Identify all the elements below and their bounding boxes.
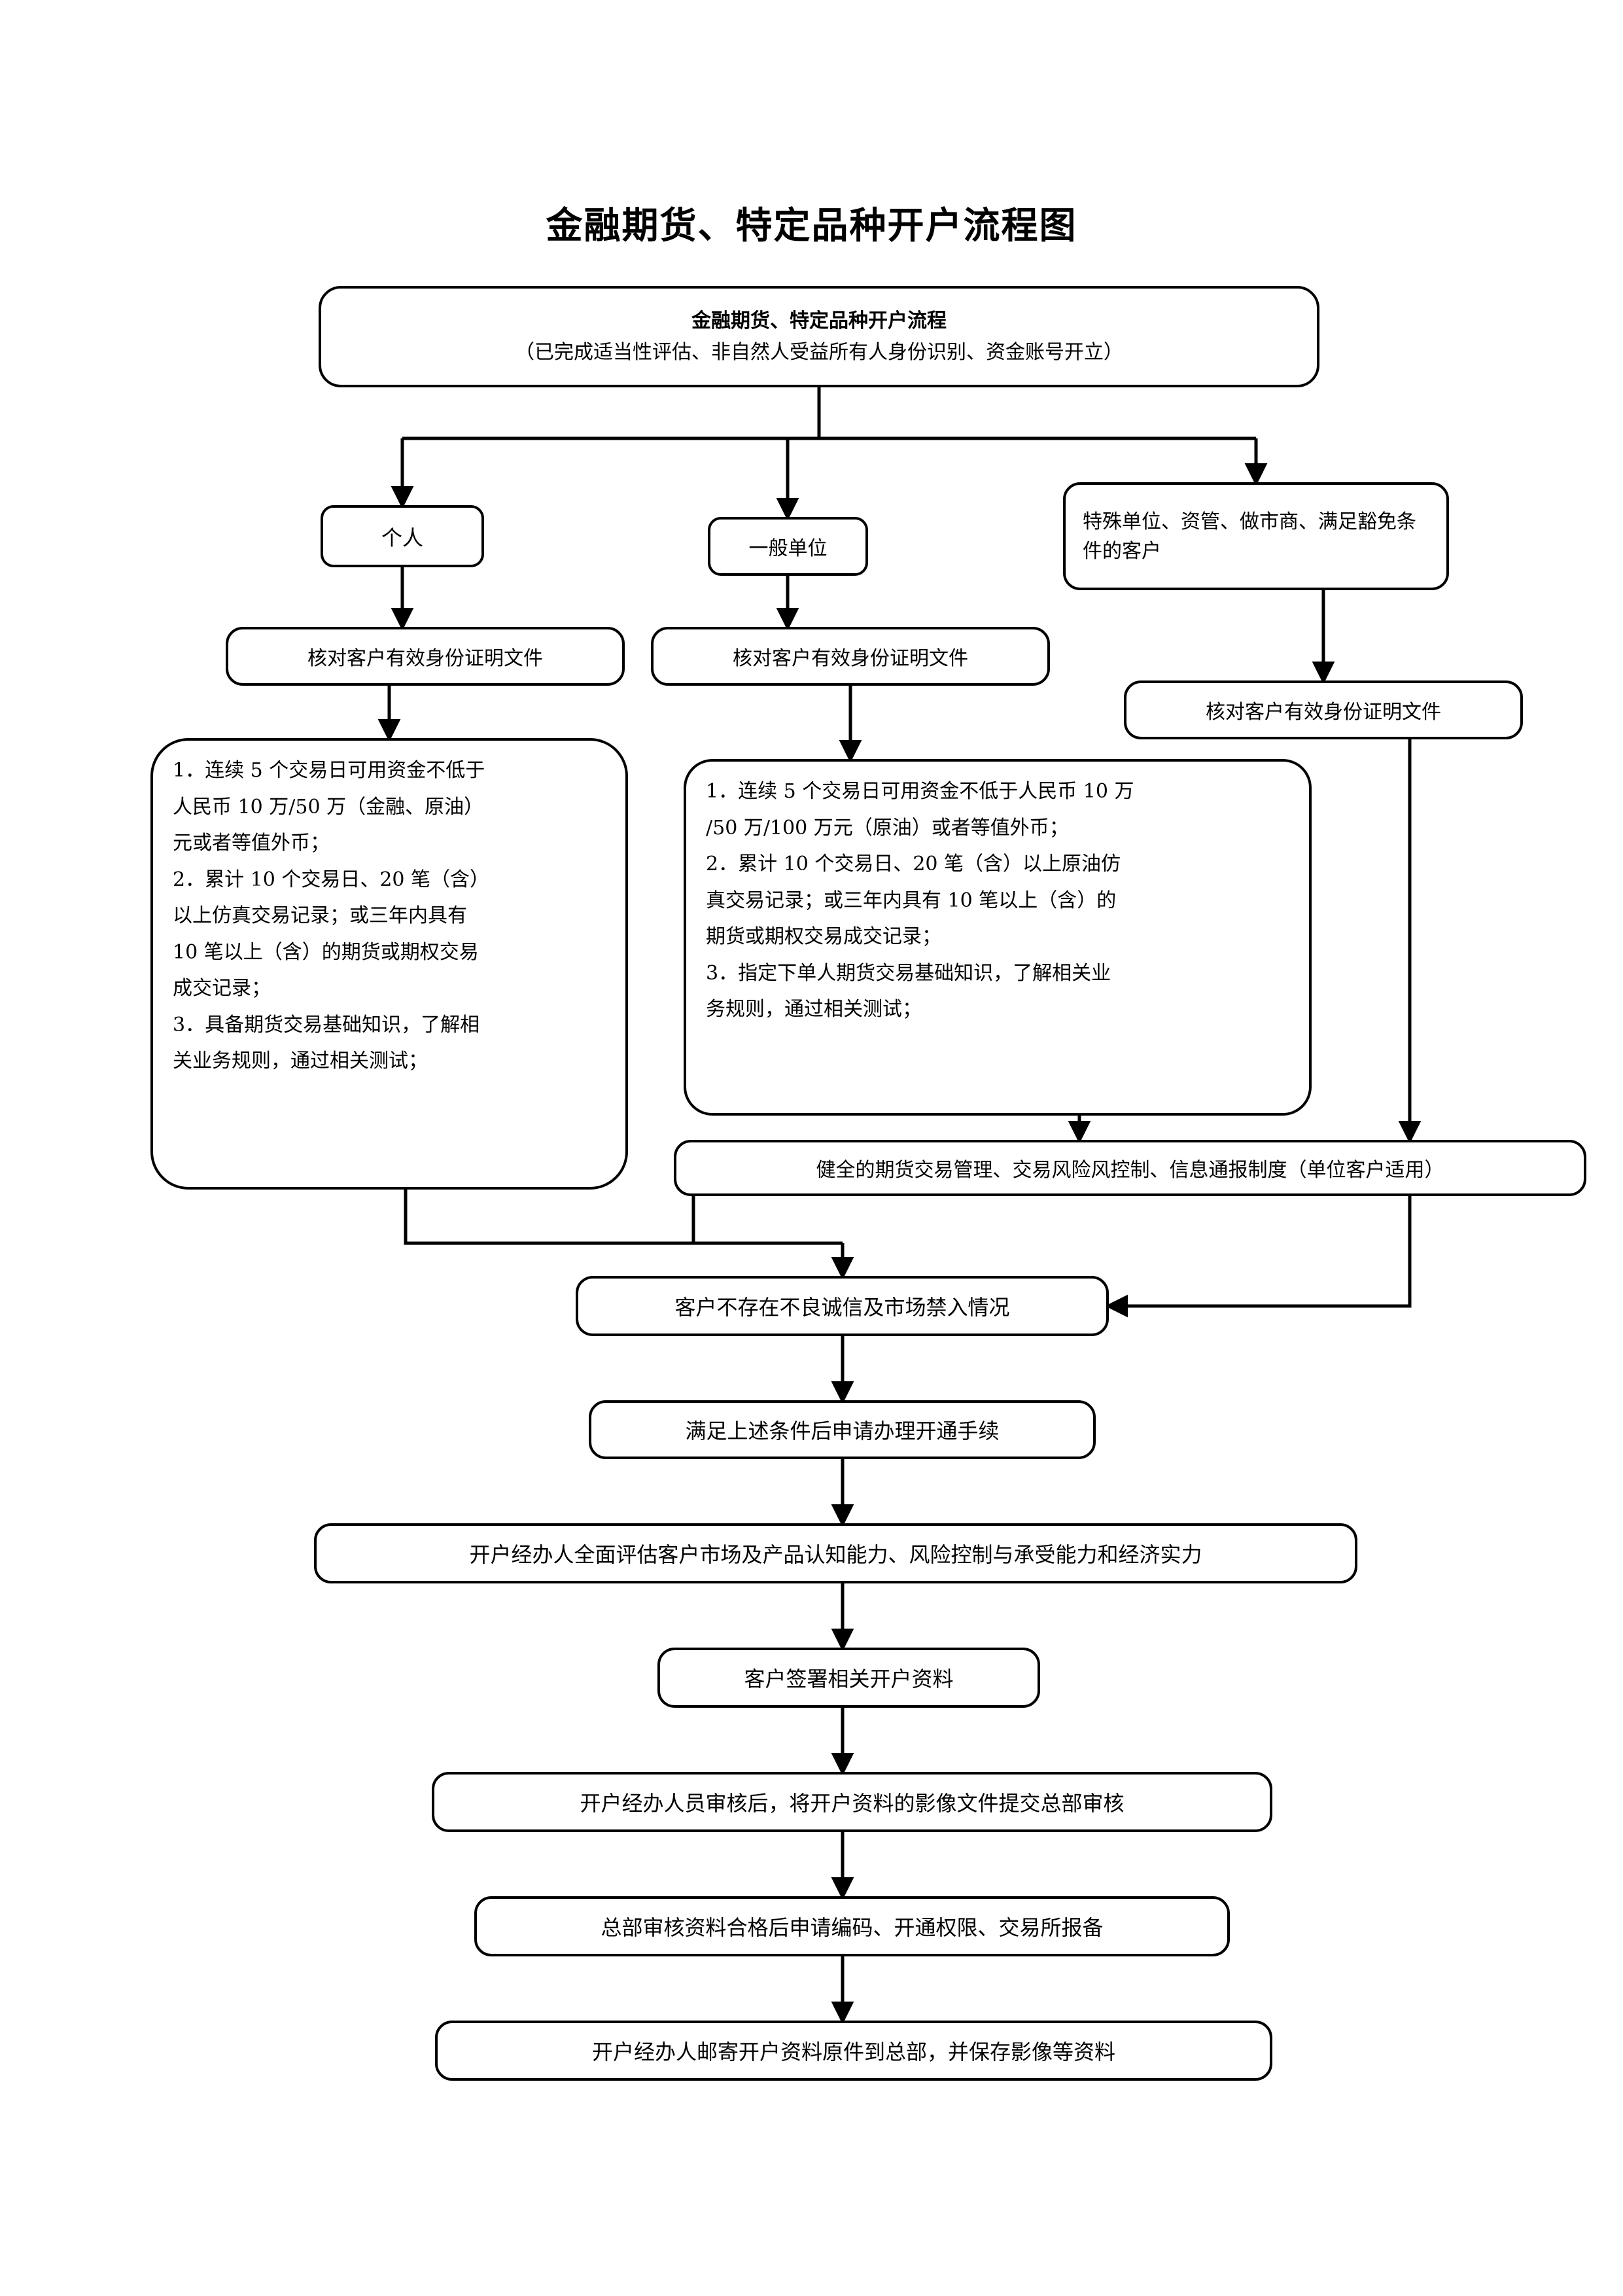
node-submit-images-to-hq[interactable]: 开户经办人员审核后，将开户资料的影像文件提交总部审核: [432, 1772, 1272, 1832]
node-verify-identity-special-unit-label: 核对客户有效身份证明文件: [1206, 701, 1441, 724]
cond-individual-line-3: 元或者等值外币；: [173, 832, 330, 855]
cond-individual-line-5: 以上仿真交易记录；或三年内具有: [173, 904, 467, 927]
node-branch-individual-label: 个人: [381, 525, 423, 550]
node-mail-originals-to-hq-label: 开户经办人邮寄开户资料原件到总部，并保存影像等资料: [591, 2040, 1115, 2064]
node-branch-special-unit[interactable]: 特殊单位、资管、做市商、满足豁免条件的客户: [1063, 482, 1449, 590]
node-unit-trading-rules[interactable]: 健全的期货交易管理、交易风险风控制、信息通报制度（单位客户适用）: [674, 1140, 1586, 1196]
cond-individual-line-7: 成交记录；: [173, 977, 271, 1000]
node-conditions-unit[interactable]: 1．连续 5 个交易日可用资金不低于人民币 10 万 /50 万/100 万元（…: [684, 759, 1312, 1116]
node-branch-special-unit-label: 特殊单位、资管、做市商、满足豁免条件的客户: [1083, 510, 1416, 563]
node-unit-trading-rules-label: 健全的期货交易管理、交易风险风控制、信息通报制度（单位客户适用）: [816, 1159, 1444, 1182]
cond-individual-line-8: 3．具备期货交易基础知识，了解相: [173, 1013, 480, 1036]
node-verify-identity-individual[interactable]: 核对客户有效身份证明文件: [226, 627, 625, 686]
node-verify-identity-general-unit[interactable]: 核对客户有效身份证明文件: [651, 627, 1050, 686]
cond-individual-line-2: 人民币 10 万/50 万（金融、原油）: [173, 795, 484, 819]
node-apply-activation-label: 满足上述条件后申请办理开通手续: [685, 1419, 1000, 1443]
cond-unit-line-3: 2．累计 10 个交易日、20 笔（含）以上原油仿: [706, 853, 1121, 875]
node-verify-identity-individual-label: 核对客户有效身份证明文件: [307, 647, 543, 670]
node-hq-approval-coding[interactable]: 总部审核资料合格后申请编码、开通权限、交易所报备: [474, 1896, 1230, 1956]
node-credit-check[interactable]: 客户不存在不良诚信及市场禁入情况: [576, 1276, 1109, 1336]
node-apply-activation[interactable]: 满足上述条件后申请办理开通手续: [589, 1400, 1096, 1459]
node-submit-images-to-hq-label: 开户经办人员审核后，将开户资料的影像文件提交总部审核: [580, 1791, 1125, 1816]
cond-individual-line-6: 10 笔以上（含）的期货或期权交易: [173, 940, 479, 964]
node-verify-identity-special-unit[interactable]: 核对客户有效身份证明文件: [1124, 680, 1523, 739]
cond-unit-line-5: 期货或期权交易成交记录；: [706, 925, 941, 948]
cond-unit-line-1: 1．连续 5 个交易日可用资金不低于人民币 10 万: [706, 780, 1134, 803]
cond-unit-line-7: 务规则，通过相关测试；: [706, 998, 922, 1021]
cond-unit-line-4: 真交易记录；或三年内具有 10 笔以上（含）的: [706, 889, 1117, 912]
node-verify-identity-general-unit-label: 核对客户有效身份证明文件: [733, 647, 968, 670]
node-agent-assessment-label: 开户经办人全面评估客户市场及产品认知能力、风险控制与承受能力和经济实力: [469, 1542, 1202, 1567]
node-branch-general-unit[interactable]: 一般单位: [708, 517, 868, 576]
cond-individual-line-9: 关业务规则，通过相关测试；: [173, 1050, 428, 1072]
edge-cond-individual-join: [404, 1190, 843, 1245]
node-client-signs-documents-label: 客户签署相关开户资料: [744, 1667, 954, 1691]
cond-unit-line-6: 3．指定下单人期货交易基础知识，了解相关业: [706, 961, 1111, 985]
node-start-line1: 金融期货、特定品种开户流程: [691, 309, 947, 332]
node-start-line2: （已完成适当性评估、非自然人受益所有人身份识别、资金账号开立）: [515, 340, 1123, 364]
node-credit-check-label: 客户不存在不良诚信及市场禁入情况: [674, 1295, 1010, 1320]
node-conditions-individual[interactable]: 1．连续 5 个交易日可用资金不低于 人民币 10 万/50 万（金融、原油） …: [150, 738, 628, 1190]
cond-individual-line-4: 2．累计 10 个交易日、20 笔（含）: [173, 868, 490, 891]
cond-unit-line-2: /50 万/100 万元（原油）或者等值外币；: [706, 816, 1069, 839]
node-hq-approval-coding-label: 总部审核资料合格后申请编码、开通权限、交易所报备: [601, 1915, 1104, 1940]
node-agent-assessment[interactable]: 开户经办人全面评估客户市场及产品认知能力、风险控制与承受能力和经济实力: [314, 1523, 1357, 1583]
node-branch-individual[interactable]: 个人: [321, 505, 484, 567]
node-branch-general-unit-label: 一般单位: [748, 537, 828, 560]
node-client-signs-documents[interactable]: 客户签署相关开户资料: [657, 1648, 1040, 1708]
edge-rules-credit-side: [1105, 1196, 1412, 1318]
cond-individual-line-1: 1．连续 5 个交易日可用资金不低于: [173, 759, 485, 782]
node-start[interactable]: 金融期货、特定品种开户流程 （已完成适当性评估、非自然人受益所有人身份识别、资金…: [319, 286, 1319, 387]
page-title: 金融期货、特定品种开户流程图: [546, 204, 1077, 247]
node-mail-originals-to-hq[interactable]: 开户经办人邮寄开户资料原件到总部，并保存影像等资料: [435, 2021, 1272, 2081]
